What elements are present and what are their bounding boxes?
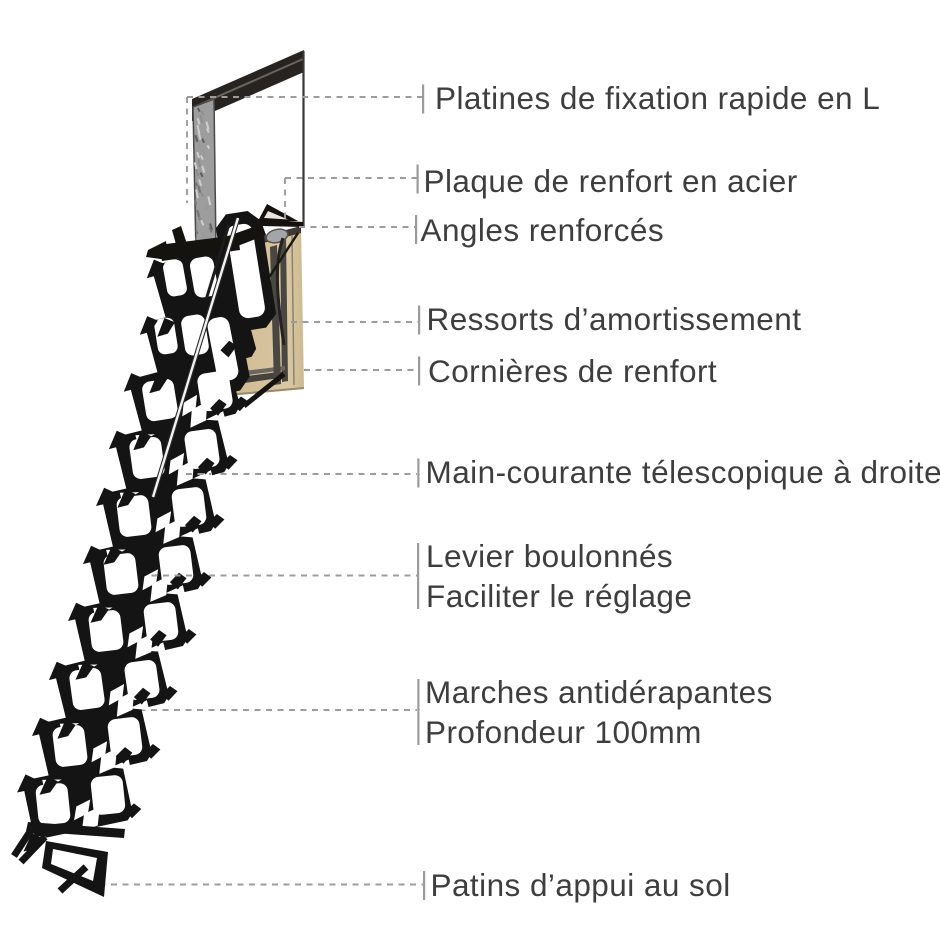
svg-text:Plaque de renfort en acier: Plaque de renfort en acier — [424, 163, 798, 199]
svg-text:Profondeur 100mm: Profondeur 100mm — [425, 714, 702, 750]
svg-text:Levier boulonnés: Levier boulonnés — [426, 538, 673, 574]
svg-text:Marches antidérapantes: Marches antidérapantes — [425, 674, 773, 710]
svg-text:Platines de fixation rapide en: Platines de fixation rapide en L — [435, 80, 880, 116]
svg-text:Faciliter le réglage: Faciliter le réglage — [426, 578, 692, 614]
svg-text:Main-courante télescopique à d: Main-courante télescopique à droite — [426, 454, 940, 490]
svg-text:Angles renforcés: Angles renforcés — [421, 212, 665, 248]
svg-text:Ressorts d’amortissement: Ressorts d’amortissement — [427, 301, 802, 337]
svg-text:Patins d’appui au sol: Patins d’appui au sol — [431, 867, 731, 903]
svg-text:Cornières de renfort: Cornières de renfort — [428, 353, 717, 389]
